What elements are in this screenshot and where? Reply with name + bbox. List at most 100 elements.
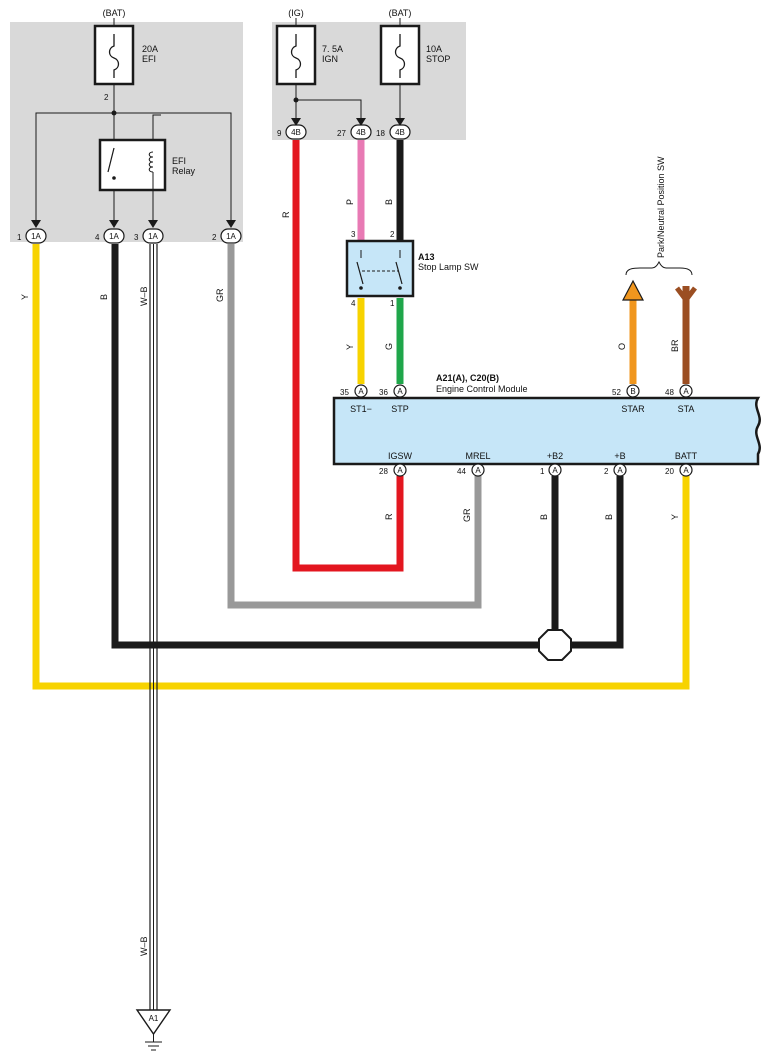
ign-branch xyxy=(296,99,362,122)
conn-4b-18-id: 4B xyxy=(395,128,405,137)
wire-label-wb2: W–B xyxy=(139,936,149,956)
wire-label-r1: R xyxy=(281,211,291,218)
conn-4b-27-id: 4B xyxy=(356,128,366,137)
conn-1a-3-id: 1A xyxy=(148,232,158,241)
wire-label-b1: B xyxy=(99,294,109,300)
stop-sw-id: A13 xyxy=(418,252,435,262)
ecm-pin-35-num: 35 xyxy=(340,388,349,397)
conn-1a-4-id: 1A xyxy=(109,232,119,241)
ecm-pin-20-label: BATT xyxy=(675,451,698,461)
ecm-pin-2-conn: A xyxy=(617,466,623,475)
wire-label-g1: G xyxy=(384,343,394,350)
arrow-up-icon xyxy=(622,279,644,301)
fuse-ign-source: (IG) xyxy=(288,8,304,18)
ecm-pin-35-label: ST1− xyxy=(350,404,372,414)
stop-sw-pin-4: 4 xyxy=(351,299,356,308)
ecm-pin-20-conn: A xyxy=(683,466,689,475)
conn-1a-4-num: 4 xyxy=(95,233,100,242)
ecm-pin-52-conn: B xyxy=(630,387,635,396)
relay-label-1: EFI xyxy=(172,156,186,166)
ecm-pin-1-num: 1 xyxy=(540,467,545,476)
ecm-pin-1 xyxy=(548,463,562,477)
wire-label-gr2: GR xyxy=(462,508,472,522)
ecm-id: A21(A), C20(B) xyxy=(436,373,499,383)
relay-label-2: Relay xyxy=(172,166,196,176)
stop-lamp-switch xyxy=(345,239,415,298)
arrow-down-icon xyxy=(395,118,405,126)
conn-1a-1-id: 1A xyxy=(31,232,41,241)
conn-4b-27 xyxy=(350,124,372,140)
conn-1a-2-num: 2 xyxy=(212,233,217,242)
ecm-pin-35 xyxy=(354,384,368,398)
arrow-down-icon xyxy=(356,118,366,126)
relay-coil-icon xyxy=(148,151,154,173)
ecm-pin-2-num: 2 xyxy=(604,467,609,476)
conn-4b-9 xyxy=(285,124,307,140)
conn-4b-27-num: 27 xyxy=(337,129,346,138)
ecm-pin-52-num: 52 xyxy=(612,388,621,397)
conn-1a-1 xyxy=(25,228,47,244)
ecm-pin-1-conn: A xyxy=(552,466,558,475)
conn-4b-9-num: 9 xyxy=(277,129,282,138)
ecm-pin-28-num: 28 xyxy=(379,467,388,476)
conn-1a-4 xyxy=(103,228,125,244)
wire-label-y3: Y xyxy=(670,514,680,520)
ecm-pin-36-label: STP xyxy=(391,404,409,414)
ecm-pin-36-conn: A xyxy=(397,387,403,396)
ecm-pin-52 xyxy=(626,384,640,398)
conn-1a-2 xyxy=(220,228,242,244)
fuse-efi-pin: 2 xyxy=(104,93,109,102)
ecm-pin-36 xyxy=(393,384,407,398)
ecm-pin-44 xyxy=(471,463,485,477)
ecm-pin-1-label: +B2 xyxy=(547,451,563,461)
fuse-efi-name: EFI xyxy=(142,54,156,64)
fuse-ign-rating: 7. 5A xyxy=(322,44,343,54)
stop-sw-pin-2: 2 xyxy=(390,230,395,239)
fuse-symbol-icon xyxy=(108,34,120,78)
splice-junction xyxy=(538,629,572,661)
ecm-pin-48 xyxy=(679,384,693,398)
arrow-down-icon xyxy=(291,118,301,126)
ground-id: A1 xyxy=(149,1014,159,1023)
relay-contact xyxy=(107,147,115,173)
ecm-pin-48-label: STA xyxy=(678,404,695,414)
park-neutral-bracket xyxy=(625,260,693,276)
stop-sw-dot-left xyxy=(359,286,363,290)
stop-sw-pin-3: 3 xyxy=(351,230,356,239)
conn-4b-9-id: 4B xyxy=(291,128,301,137)
wire-label-o1: O xyxy=(617,343,627,350)
wire-y-batt xyxy=(32,244,690,690)
wire-label-r2: R xyxy=(384,513,394,520)
efi-relay xyxy=(98,138,167,192)
fuse-efi-source: (BAT) xyxy=(103,8,126,18)
wire-label-y1: Y xyxy=(20,294,30,300)
stop-sw-blade-left xyxy=(356,261,364,285)
wire-label-b3: B xyxy=(539,514,549,520)
wire-label-gr1: GR xyxy=(215,288,225,302)
ecm-pin-2 xyxy=(613,463,627,477)
ecm-pin-35-conn: A xyxy=(358,387,364,396)
stop-sw-pin-1: 1 xyxy=(390,299,395,308)
conn-1a-2-id: 1A xyxy=(226,232,236,241)
fuse-stop-name: STOP xyxy=(426,54,450,64)
ecm-pin-48-conn: A xyxy=(683,387,689,396)
ecm-pin-28 xyxy=(393,463,407,477)
ecm-name: Engine Control Module xyxy=(436,384,528,394)
fuse-symbol-icon xyxy=(394,34,406,78)
ecm-pin-20 xyxy=(679,463,693,477)
wire-gr-mrel xyxy=(227,244,482,609)
stop-sw-name: Stop Lamp SW xyxy=(418,262,479,272)
engine-control-module xyxy=(332,396,761,466)
wire-label-br1: BR xyxy=(670,339,680,352)
efi-branch-right xyxy=(114,112,232,224)
wire-label-b4: B xyxy=(604,514,614,520)
arrow-down-icon xyxy=(31,220,41,228)
ecm-pin-2-label: +B xyxy=(614,451,625,461)
ecm-pin-48-num: 48 xyxy=(665,388,674,397)
conn-1a-3 xyxy=(142,228,164,244)
arrow-down-icon xyxy=(226,220,236,228)
ecm-pin-44-label: MREL xyxy=(465,451,490,461)
ecm-pin-20-num: 20 xyxy=(665,467,674,476)
park-neutral-label: Park/Neutral Position SW xyxy=(656,156,666,258)
